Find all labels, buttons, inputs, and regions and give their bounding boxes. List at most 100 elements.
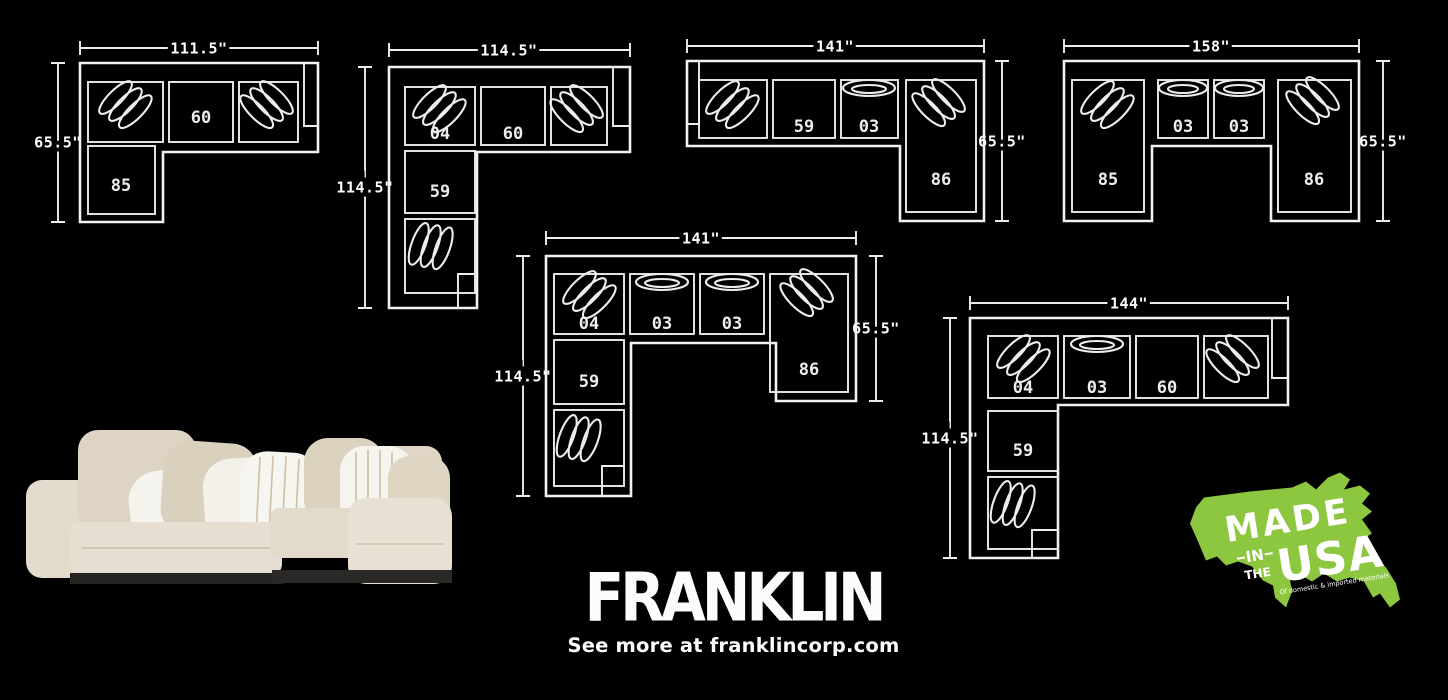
piece-number: 04 — [1013, 378, 1033, 398]
width-dimension-label: 141" — [682, 230, 720, 248]
chaise-seat — [769, 273, 849, 393]
pillow-icon — [549, 84, 604, 134]
pillow-icon — [634, 272, 690, 292]
piece-number: 59 — [1013, 441, 1033, 461]
height-dimension-label: 65.5" — [852, 320, 900, 338]
left-seat — [698, 79, 768, 139]
piece-number: 03 — [859, 117, 879, 137]
dimension-line-height-right: 65.5" — [848, 255, 903, 402]
piece-number: 04 — [430, 124, 450, 144]
dimension-line-width: 111.5" — [79, 36, 319, 62]
pillow-icon — [562, 270, 617, 320]
bottom-arm — [601, 465, 624, 496]
in-label: IN — [1244, 546, 1265, 567]
pillow-icon — [996, 334, 1051, 384]
piece-number: 59 — [430, 182, 450, 202]
pillow-icon — [841, 78, 897, 98]
pillow-icon — [239, 80, 294, 130]
sectional-diagram-4: 158" 65.5" 85 03 03 86 — [1062, 34, 1410, 223]
made-in-usa-badge: MADE IN THE USA Of domestic & imported m… — [1190, 472, 1400, 608]
right-chaise-seat — [1277, 79, 1352, 213]
sofa-outline — [968, 316, 1290, 560]
brand-block: FRANKLIN See more at franklincorp.com — [566, 564, 901, 658]
right-arm — [1271, 318, 1288, 379]
dimension-line-width: 158" — [1063, 34, 1360, 60]
dimension-line-width: 144" — [969, 291, 1289, 317]
left-seat — [404, 150, 476, 214]
chaise-seat — [905, 79, 977, 213]
height-dimension-label: 65.5" — [34, 134, 82, 152]
sectional-diagram-6: 144" 114.5" 04 03 60 59 — [917, 291, 1290, 560]
pillow-icon — [1080, 80, 1135, 130]
piece-number: 04 — [579, 314, 599, 334]
width-dimension-label: 141" — [816, 38, 854, 56]
bottom-arm — [457, 273, 475, 308]
sectional-diagram-5: 141" 114.5" 65.5" 04 03 03 86 59 — [490, 226, 903, 498]
bottom-seat — [987, 476, 1059, 550]
height-dimension-label: 114.5" — [494, 368, 551, 386]
piece-number: 85 — [1098, 170, 1118, 190]
sectional-diagram-1: 111.5" 65.5" 60 85 — [30, 36, 320, 224]
piece-number: 59 — [579, 372, 599, 392]
piece-number: 86 — [931, 170, 951, 190]
piece-number: 85 — [111, 176, 131, 196]
sofa-outline — [685, 59, 986, 223]
piece-number: 03 — [652, 314, 672, 334]
piece-number: 86 — [1304, 170, 1324, 190]
dimension-line-width: 141" — [545, 226, 857, 252]
width-dimension-label: 158" — [1192, 38, 1230, 56]
pillow-icon — [98, 80, 153, 130]
piece-number: 03 — [1173, 117, 1193, 137]
pillow-icon — [1157, 78, 1209, 98]
corner-seat — [553, 273, 625, 335]
sofa-outline — [78, 61, 320, 224]
piece-number: 59 — [794, 117, 814, 137]
pillow-icon — [555, 414, 602, 463]
right-arm — [612, 67, 630, 127]
middle-seat — [480, 86, 546, 146]
sectional-diagram-2: 114.5" 114.5" 04 60 59 — [332, 38, 632, 310]
dimension-line-height: 114.5" — [917, 317, 982, 559]
right-arm — [303, 63, 318, 127]
middle-seat — [772, 79, 836, 139]
pillow-icon — [1285, 76, 1340, 126]
franklin-logo: FRANKLIN — [584, 558, 887, 637]
bottom-seat — [404, 218, 476, 294]
pillow-icon — [407, 222, 454, 271]
sofa-outline — [544, 254, 858, 498]
right-seat — [1203, 335, 1269, 399]
brand-tagline: See more at franklincorp.com — [567, 634, 900, 658]
piece-number: 03 — [1229, 117, 1249, 137]
pillow-icon — [705, 80, 760, 130]
the-label: THE — [1243, 565, 1271, 583]
piece-number: 60 — [1157, 378, 1177, 398]
sofa-base — [272, 570, 452, 583]
width-dimension-label: 114.5" — [480, 42, 537, 60]
usa-map-icon — [1190, 472, 1400, 608]
sectional-diagram-3: 141" 65.5" 59 03 86 — [685, 34, 1029, 223]
sofa-outline — [387, 65, 632, 310]
piece-number: 60 — [503, 124, 523, 144]
pillow-icon — [779, 268, 834, 318]
sofa-base — [70, 573, 284, 584]
piece-number: 03 — [1087, 378, 1107, 398]
sofa-outline — [1062, 59, 1361, 223]
sofa-photo — [26, 430, 452, 584]
left-arm — [687, 61, 700, 125]
height-dimension-label: 65.5" — [978, 133, 1026, 151]
piece-number: 86 — [799, 360, 819, 380]
dimension-line-height: 65.5" — [30, 62, 85, 223]
dimension-line-height: 114.5" — [332, 66, 397, 309]
left-seat — [553, 339, 625, 405]
chaise-seat — [87, 145, 156, 215]
pillow-icon — [1069, 334, 1125, 354]
height-dimension-label: 65.5" — [1359, 133, 1407, 151]
height-dimension-label: 114.5" — [336, 179, 393, 197]
pillow-icon — [911, 78, 966, 128]
width-dimension-label: 144" — [1110, 295, 1148, 313]
chaise-cushion — [348, 498, 452, 584]
middle-seat — [1135, 335, 1199, 399]
left-seat — [987, 410, 1059, 472]
middle-seat — [168, 81, 234, 143]
width-dimension-label: 111.5" — [170, 40, 227, 58]
